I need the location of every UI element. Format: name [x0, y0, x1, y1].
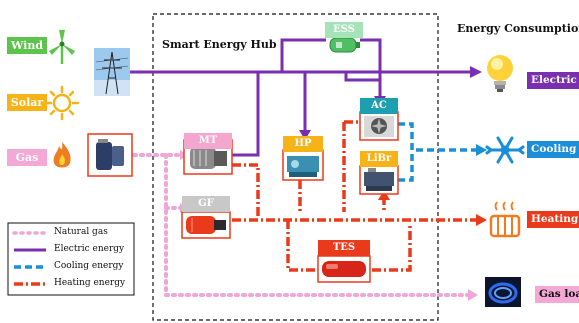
wind-turbine-icon — [49, 30, 75, 64]
elec-arrow-hp — [299, 130, 311, 140]
device-ac-label: AC — [360, 98, 398, 114]
radiator-icon — [489, 201, 521, 238]
gas-compressor-image — [87, 133, 133, 177]
source-solar-label: Solar — [7, 94, 47, 111]
gf-furnace-image — [181, 211, 231, 239]
heat-arrow-librr — [378, 190, 390, 200]
gas-flows — [86, 152, 472, 297]
ac-chiller-image — [359, 111, 399, 141]
flame-icon — [53, 142, 71, 168]
cooling-flows — [398, 122, 478, 182]
device-librr-label: LiBr — [360, 151, 398, 167]
load-cooling-label: Cooling l — [527, 141, 579, 158]
load-gas-label: Gas loa — [535, 286, 579, 303]
heating-flows — [232, 120, 478, 272]
electric-flows — [130, 38, 472, 157]
device-ess-label: ESS — [325, 22, 363, 38]
lightbulb-icon — [487, 55, 513, 92]
hub-title: Smart Energy Hub — [162, 38, 277, 51]
legend-label-heating: Heating energy — [54, 278, 126, 288]
device-mt-label: MT — [184, 133, 232, 149]
librr-chiller-image — [359, 165, 399, 195]
load-heating-label: Heating l — [527, 211, 579, 228]
gas-arrow-load — [468, 289, 478, 301]
load-electric-label: Electric l — [527, 72, 579, 89]
sun-icon — [44, 85, 80, 121]
consumption-title: Energy Consumption — [457, 22, 579, 35]
hub-boundary — [152, 13, 439, 321]
power-tower-image — [94, 48, 130, 96]
legend-box — [7, 222, 135, 296]
device-tes-label: TES — [318, 240, 370, 256]
ess-battery-image — [329, 37, 360, 53]
device-hp-label: HP — [283, 136, 323, 152]
legend-label-cooling: Cooling energy — [54, 261, 124, 271]
hp-heatpump-image — [282, 149, 324, 181]
cool-arrow-load — [476, 144, 487, 156]
device-gf-label: GF — [182, 196, 230, 212]
elec-arrow-load — [470, 66, 482, 78]
heat-arrow-load — [476, 214, 487, 226]
tes-storage-image — [317, 255, 371, 283]
source-wind-label: Wind — [7, 37, 47, 54]
legend-label-gas: Natural gas — [54, 227, 108, 237]
snowflake-icon — [485, 136, 525, 164]
gas-burner-icon — [485, 277, 521, 307]
source-gas-label: Gas — [7, 149, 47, 166]
legend-label-electric: Electric energy — [54, 244, 125, 254]
